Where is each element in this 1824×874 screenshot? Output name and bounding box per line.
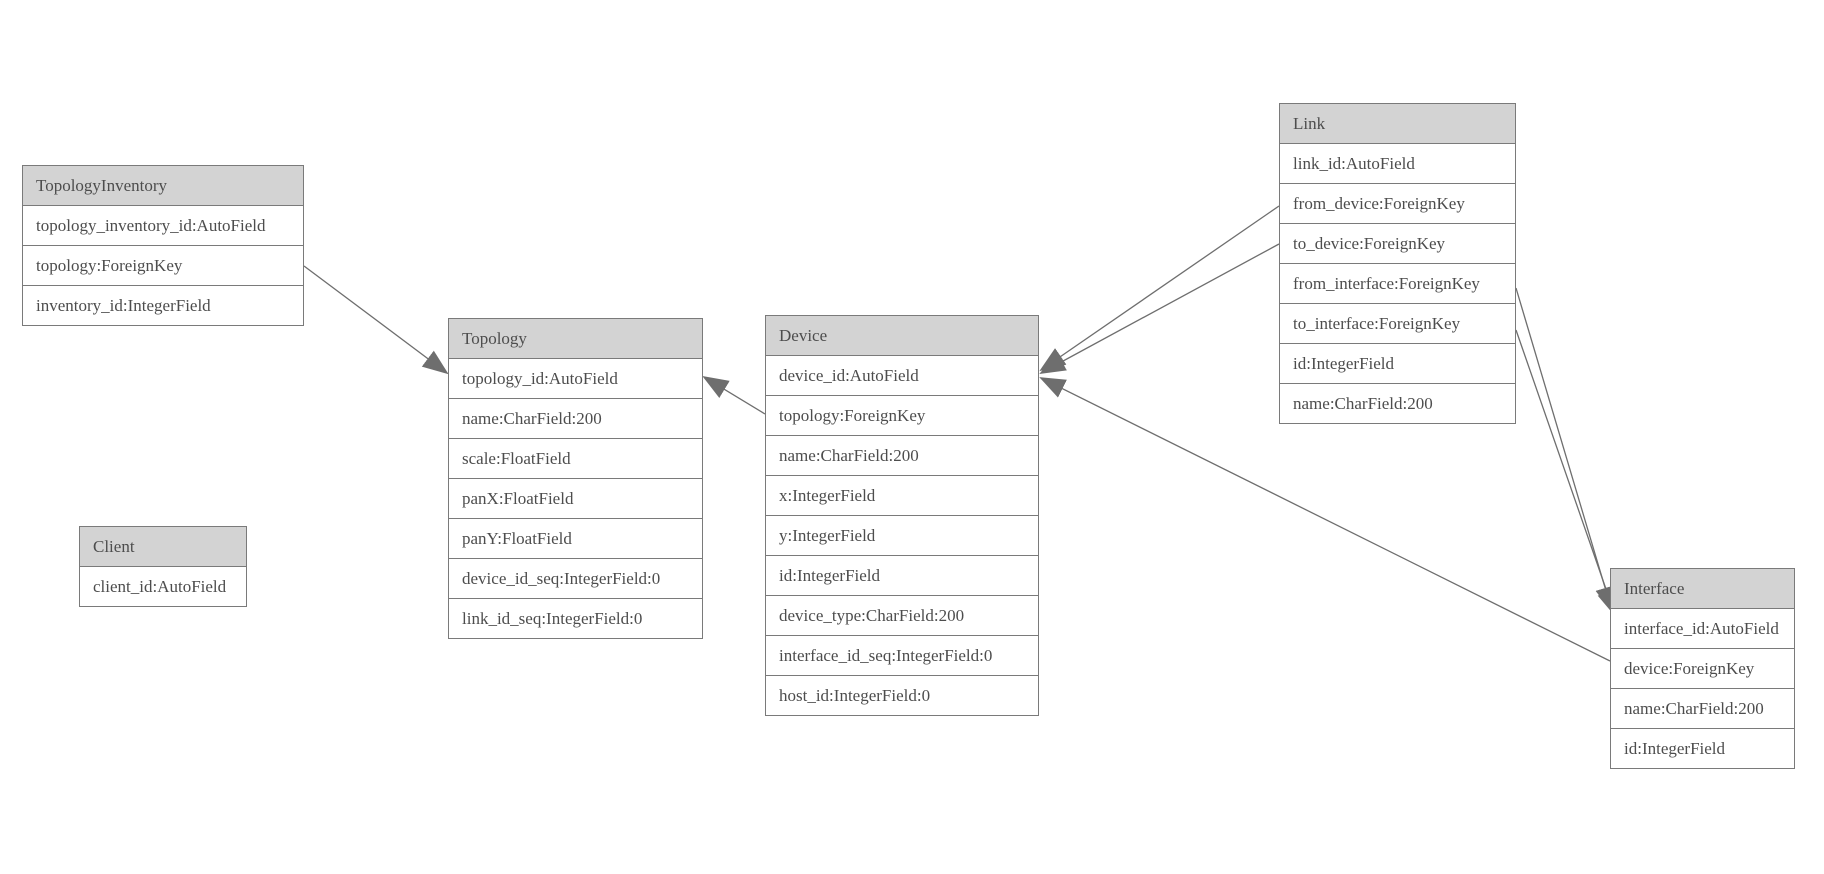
entity-field: from_device:ForeignKey xyxy=(1280,184,1515,224)
relation-device-topology xyxy=(702,375,766,415)
entity-field: panY:FloatField xyxy=(449,519,702,559)
entity-field: name:CharField:200 xyxy=(766,436,1038,476)
entity-field: panX:FloatField xyxy=(449,479,702,519)
entity-title-topology: Topology xyxy=(449,319,702,359)
entity-field: id:IntegerField xyxy=(766,556,1038,596)
relation-link-to-device xyxy=(1039,243,1280,374)
entity-field: topology_id:AutoField xyxy=(449,359,702,399)
entity-field: device:ForeignKey xyxy=(1611,649,1794,689)
entity-field: topology:ForeignKey xyxy=(766,396,1038,436)
entity-title-interface: Interface xyxy=(1611,569,1794,609)
entity-field: link_id:AutoField xyxy=(1280,144,1515,184)
relation-link-from-interface xyxy=(1515,287,1615,613)
entity-field: interface_id:AutoField xyxy=(1611,609,1794,649)
relation-topologyinventory-topology xyxy=(303,265,449,375)
entity-field: to_interface:ForeignKey xyxy=(1280,304,1515,344)
entity-field: inventory_id:IntegerField xyxy=(23,286,303,325)
entity-field: scale:FloatField xyxy=(449,439,702,479)
entity-title-topology-inventory: TopologyInventory xyxy=(23,166,303,206)
entity-field: from_interface:ForeignKey xyxy=(1280,264,1515,304)
entity-field: name:CharField:200 xyxy=(449,399,702,439)
entity-field: id:IntegerField xyxy=(1280,344,1515,384)
entity-title-link: Link xyxy=(1280,104,1515,144)
relation-link-from-device xyxy=(1039,205,1280,372)
entity-field: x:IntegerField xyxy=(766,476,1038,516)
entity-field: host_id:IntegerField:0 xyxy=(766,676,1038,715)
relation-interface-device xyxy=(1039,377,1611,662)
entity-field: link_id_seq:IntegerField:0 xyxy=(449,599,702,638)
entity-field: y:IntegerField xyxy=(766,516,1038,556)
entity-field: topology:ForeignKey xyxy=(23,246,303,286)
entity-field: client_id:AutoField xyxy=(80,567,246,606)
entity-field: topology_inventory_id:AutoField xyxy=(23,206,303,246)
entity-field: device_type:CharField:200 xyxy=(766,596,1038,636)
entity-field: device_id_seq:IntegerField:0 xyxy=(449,559,702,599)
entity-field: name:CharField:200 xyxy=(1280,384,1515,423)
entity-title-client: Client xyxy=(80,527,246,567)
entity-field: device_id:AutoField xyxy=(766,356,1038,396)
entity-field: to_device:ForeignKey xyxy=(1280,224,1515,264)
entity-field: id:IntegerField xyxy=(1611,729,1794,768)
entity-title-device: Device xyxy=(766,316,1038,356)
relation-link-to-interface xyxy=(1515,329,1617,617)
entity-field: name:CharField:200 xyxy=(1611,689,1794,729)
entity-field: interface_id_seq:IntegerField:0 xyxy=(766,636,1038,676)
